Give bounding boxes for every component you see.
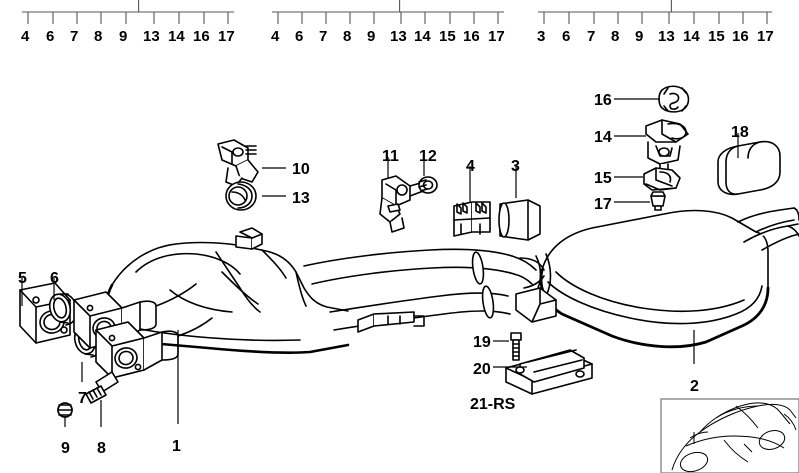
callout-number-13[interactable]: 13 (292, 190, 310, 207)
bracket-item-number[interactable]: 14 (414, 28, 431, 45)
part-14-bracket (645, 119, 689, 173)
flange-assembly (19, 282, 213, 379)
bracket-item-number[interactable]: 16 (732, 28, 749, 45)
bracket-item-number[interactable]: 6 (46, 28, 55, 45)
part-13-grommet (225, 181, 257, 211)
callout-number-8[interactable]: 8 (97, 440, 106, 457)
exhaust-pipes (303, 248, 537, 333)
part-20-mount (505, 349, 593, 395)
bracket-item-number[interactable]: 4 (21, 28, 30, 45)
callout-number-4[interactable]: 4 (466, 158, 475, 175)
callout-number-6[interactable]: 6 (50, 270, 59, 287)
hardware-bolt-nut (57, 371, 119, 418)
callout-number-3[interactable]: 3 (511, 158, 520, 175)
part-12-nut (418, 176, 438, 194)
bracket-item-number[interactable]: 6 (562, 28, 571, 45)
callout-number-11[interactable]: 11 (382, 148, 399, 165)
bracket-item-number[interactable]: 17 (488, 28, 505, 45)
part-15-bracket (643, 167, 681, 191)
bracket-item-number[interactable]: 13 (658, 28, 675, 45)
part-17-cap-nut (650, 191, 666, 211)
callout-number-19[interactable]: 19 (473, 334, 491, 351)
part-10-hanger (217, 139, 259, 187)
bracket-item-number[interactable]: 14 (168, 28, 185, 45)
callout-number-2[interactable]: 2 (690, 378, 699, 395)
bracket-item-number[interactable]: 6 (295, 28, 304, 45)
bracket-item-number[interactable]: 13 (143, 28, 160, 45)
part-19-bolt (510, 332, 522, 361)
bracket-item-number[interactable]: 16 (463, 28, 480, 45)
bracket-item-number[interactable]: 8 (343, 28, 352, 45)
callout-number-18[interactable]: 18 (731, 124, 749, 141)
bracket-item-number[interactable]: 9 (635, 28, 644, 45)
bracket-item-number[interactable]: 4 (271, 28, 280, 45)
callout-number-9[interactable]: 9 (61, 440, 70, 457)
callout-number-7[interactable]: 7 (78, 390, 87, 407)
bracket-item-number[interactable]: 3 (537, 28, 546, 45)
bracket-item-number[interactable]: 14 (683, 28, 700, 45)
bracket-item-number[interactable]: 7 (319, 28, 328, 45)
bracket-item-number[interactable]: 8 (611, 28, 620, 45)
callout-number-15[interactable]: 15 (594, 170, 612, 187)
callout-number-12[interactable]: 12 (419, 148, 437, 165)
bracket-item-number[interactable]: 17 (218, 28, 235, 45)
vehicle-outline (671, 402, 797, 473)
callout-number-1[interactable]: 1 (172, 438, 181, 455)
bracket-item-number[interactable]: 9 (119, 28, 128, 45)
bracket-item-number[interactable]: 13 (390, 28, 407, 45)
bracket-item-number[interactable]: 15 (439, 28, 456, 45)
bracket-item-number[interactable]: 7 (587, 28, 596, 45)
bracket-item-number[interactable]: 16 (193, 28, 210, 45)
callout-number-5[interactable]: 5 (18, 270, 27, 287)
bracket-item-number[interactable]: 15 (708, 28, 725, 45)
part-4-twin-clamp (453, 201, 491, 237)
part-3-sleeve (498, 199, 541, 241)
bracket-item-number[interactable]: 7 (70, 28, 79, 45)
part-16-spring-clip (658, 85, 690, 113)
callout-number-16[interactable]: 16 (594, 92, 612, 109)
bracket-item-number[interactable]: 8 (94, 28, 103, 45)
callout-number-14[interactable]: 14 (594, 129, 612, 146)
part-11-clamp (379, 175, 427, 233)
callout-number-21-rs[interactable]: 21-RS (470, 396, 516, 413)
callout-number-10[interactable]: 10 (292, 161, 310, 178)
callout-number-17[interactable]: 17 (594, 196, 612, 213)
part-18-tailpipe-sleeve (717, 140, 781, 196)
callout-number-20[interactable]: 20 (473, 361, 491, 378)
part-2-rear-muffler (515, 207, 799, 349)
bracket-item-number[interactable]: 9 (367, 28, 376, 45)
bracket-item-number[interactable]: 17 (757, 28, 774, 45)
